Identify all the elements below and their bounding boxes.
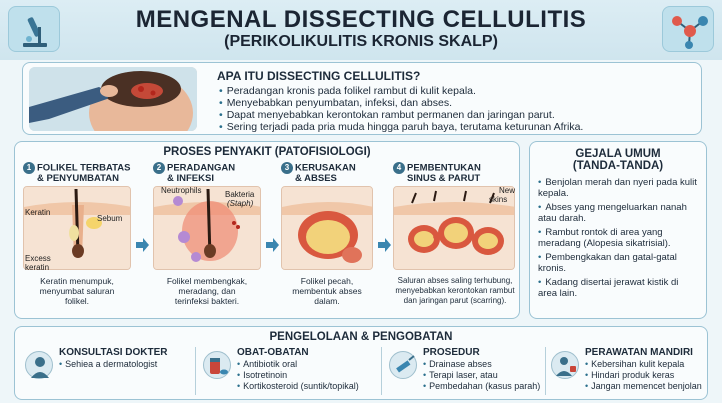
intro-heading: APA ITU DISSECTING CELLULITIS? xyxy=(217,69,421,83)
management-title: PENGELOLAAN & PENGOBATAN xyxy=(269,331,453,343)
label-keratin-2: keratin xyxy=(25,263,50,272)
list-item: Pembedahan (kasus parah) xyxy=(423,381,540,392)
abscess-illustration xyxy=(281,186,373,270)
column-list: Kebersihan kulit kepala Hindari produk k… xyxy=(585,359,702,392)
list-item: Kortikosteroid (suntik/topikal) xyxy=(237,381,359,392)
list-item: Abses yang mengeluarkan nanah atau darah… xyxy=(538,202,700,224)
list-item: Menyebabkan penyumbatan, infeksi, dan ab… xyxy=(219,97,583,109)
arrow-right-icon xyxy=(135,238,149,252)
stage-caption: Folikel membengkak, meradang, dan terinf… xyxy=(166,276,248,306)
list-item: Hindari produk keras xyxy=(585,370,702,381)
arrow-right-icon xyxy=(265,238,279,252)
page-title: MENGENAL DISSECTING CELLULITIS xyxy=(135,6,587,33)
list-item: Kadang disertai jerawat kistik di area l… xyxy=(538,277,700,299)
management-column-self-care: PERAWATAN MANDIRI Kebersihan kulit kepal… xyxy=(551,347,705,399)
list-item: Sering terjadi pada pria muda hingga par… xyxy=(219,121,584,133)
list-item: Kebersihan kulit kepala xyxy=(585,359,702,370)
column-heading: PROSEDUR xyxy=(423,347,480,358)
list-item: Terapi laser, atau xyxy=(423,370,540,381)
column-list: Antibiotik oral Isotretinoin Kortikoster… xyxy=(237,359,359,392)
symptoms-list: Benjolan merah dan nyeri pada kulit kepa… xyxy=(538,177,700,303)
label-excess: Excess xyxy=(25,254,51,263)
management-panel: PENGELOLAAN & PENGOBATAN KONSULTASI DOKT… xyxy=(14,326,708,400)
management-column-medication: OBAT-OBATAN Antibiotik oral Isotretinoin… xyxy=(203,347,373,399)
symptoms-heading: GEJALA UMUM (TANDA-TANDA) xyxy=(572,148,664,172)
list-item: Jangan memencet benjolan xyxy=(585,381,702,392)
process-title: PROSES PENYAKIT (PATOFISIOLOGI) xyxy=(163,146,371,158)
divider xyxy=(545,347,546,395)
column-heading: PERAWATAN MANDIRI xyxy=(585,347,693,358)
label-keratin: Keratin xyxy=(25,208,51,217)
symptoms-panel: GEJALA UMUM (TANDA-TANDA) Benjolan merah… xyxy=(529,141,707,319)
self-care-icon xyxy=(551,351,579,379)
follicle-blocked-illustration xyxy=(23,186,131,270)
stage-number: 4 xyxy=(393,162,405,174)
stage-number: 1 xyxy=(23,162,35,174)
column-list: Sehiea a dermatologist xyxy=(59,359,157,370)
arrow-right-icon xyxy=(377,238,391,252)
management-column-doctor: KONSULTASI DOKTER Sehiea a dermatologist xyxy=(25,347,185,399)
label-bacteria: Bakteria xyxy=(225,190,255,199)
molecule-icon xyxy=(662,6,714,52)
doctor-icon xyxy=(25,351,53,379)
column-list: Drainase abses Terapi laser, atau Pembed… xyxy=(423,359,540,392)
list-item: Isotretinoin xyxy=(237,370,359,381)
list-item: Antibiotik oral xyxy=(237,359,359,370)
syringe-icon xyxy=(389,351,417,379)
list-item: Drainase abses xyxy=(423,359,540,370)
column-heading: OBAT-OBATAN xyxy=(237,347,309,358)
label-new: New xyxy=(499,186,516,195)
label-staph: (Staph) xyxy=(227,199,254,208)
intro-list: Peradangan kronis pada folikel rambut di… xyxy=(219,85,584,133)
page-subtitle: (PERIKOLIKULITIS KRONIS SKALP) xyxy=(224,33,498,50)
stage-number: 2 xyxy=(153,162,165,174)
pills-icon xyxy=(203,351,231,379)
header: MENGENAL DISSECTING CELLULITIS (PERIKOLI… xyxy=(0,0,722,60)
intro-panel: APA ITU DISSECTING CELLULITIS? Peradanga… xyxy=(22,62,702,135)
stage-number: 3 xyxy=(281,162,293,174)
follicle-inflamed-illustration xyxy=(153,186,261,270)
label-sebum: Sebum xyxy=(97,214,123,223)
list-item: Pembengkakan dan gatal-gatal kronis. xyxy=(538,252,700,274)
scalp-illustration xyxy=(29,67,197,131)
stage-caption: Saluran abses saling terhubung, menyebab… xyxy=(395,276,515,305)
management-column-procedure: PROSEDUR Drainase abses Terapi laser, at… xyxy=(389,347,540,399)
sinus-scarring-illustration xyxy=(393,186,515,270)
stage-caption: Folikel pecah, membentuk abses dalam. xyxy=(292,276,362,306)
microscope-icon xyxy=(8,6,60,52)
label-skins: skins xyxy=(489,195,508,204)
stage-caption: Keratin menumpuk, menyumbat saluran foli… xyxy=(39,276,115,306)
divider xyxy=(195,347,196,395)
column-heading: KONSULTASI DOKTER xyxy=(59,347,168,358)
list-item: Peradangan kronis pada folikel rambut di… xyxy=(219,85,583,97)
list-item: Rambut rontok di area yang meradang (Alo… xyxy=(538,227,700,249)
list-item: Benjolan merah dan nyeri pada kulit kepa… xyxy=(538,177,700,199)
label-neutrophils: Neutrophils xyxy=(161,186,202,195)
list-item: Sehiea a dermatologist xyxy=(59,359,157,370)
list-item: Dapat menyebabkan kerontokan rambut perm… xyxy=(219,109,583,121)
divider xyxy=(381,347,382,395)
